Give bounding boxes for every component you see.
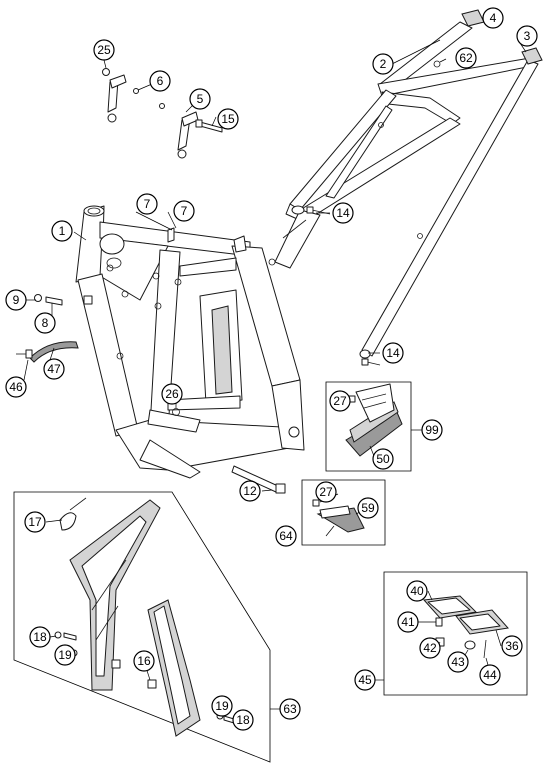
callout-14a: 14	[332, 202, 354, 224]
callout-63: 63	[279, 698, 301, 720]
callout-64: 64	[275, 525, 297, 547]
callout-27a: 27	[329, 390, 351, 412]
callout-14b: 14	[382, 342, 404, 364]
group-box-45	[383, 571, 528, 696]
callout-5: 5	[189, 88, 211, 110]
svg-text:16: 16	[137, 654, 151, 668]
svg-text:17: 17	[28, 515, 42, 529]
callout-62: 62	[455, 47, 477, 69]
svg-text:6: 6	[157, 74, 164, 88]
group-box-63	[13, 491, 271, 763]
callout-labels: 1 2 3 4 5 6 7 7 8 9 12 14 14 15 16 17 18…	[5, 7, 538, 731]
callout-19b: 19	[211, 695, 233, 717]
svg-text:50: 50	[376, 452, 390, 466]
cable-and-clip	[16, 341, 79, 363]
callout-15: 15	[217, 108, 239, 130]
subframe	[274, 9, 543, 366]
callout-99: 99	[421, 419, 443, 441]
callout-59: 59	[357, 497, 379, 519]
svg-text:44: 44	[483, 668, 497, 682]
callout-27b: 27	[315, 481, 337, 503]
svg-text:5: 5	[197, 92, 204, 106]
callout-16: 16	[133, 650, 155, 672]
svg-text:3: 3	[524, 29, 531, 43]
svg-text:59: 59	[361, 501, 375, 515]
svg-text:46: 46	[9, 380, 23, 394]
callout-42: 42	[419, 637, 441, 659]
svg-text:8: 8	[42, 316, 49, 330]
svg-text:63: 63	[283, 702, 297, 716]
chain-guide-assembly	[312, 499, 365, 533]
callout-50: 50	[372, 448, 394, 470]
callout-6: 6	[149, 70, 171, 92]
callout-26: 26	[161, 383, 183, 405]
callout-17: 17	[24, 511, 46, 533]
svg-text:18: 18	[236, 713, 250, 727]
callout-47: 47	[43, 358, 65, 380]
skid-guard-assembly	[345, 383, 403, 457]
svg-text:7: 7	[144, 197, 151, 211]
svg-text:27: 27	[333, 394, 347, 408]
callout-18b: 18	[232, 709, 254, 731]
svg-text:42: 42	[423, 641, 437, 655]
callout-2: 2	[372, 53, 394, 75]
callout-25: 25	[93, 39, 115, 61]
callout-4: 4	[482, 7, 504, 29]
svg-text:4: 4	[490, 11, 497, 25]
svg-text:19: 19	[58, 648, 72, 662]
svg-text:14: 14	[386, 346, 400, 360]
svg-text:14: 14	[336, 206, 350, 220]
callout-36: 36	[501, 635, 523, 657]
svg-text:99: 99	[425, 423, 439, 437]
callout-8: 8	[34, 312, 56, 334]
callout-43: 43	[447, 651, 469, 673]
callout-19a: 19	[54, 644, 76, 666]
callout-7b: 7	[173, 200, 195, 222]
callout-45: 45	[354, 669, 376, 691]
svg-text:62: 62	[459, 51, 473, 65]
svg-text:7: 7	[181, 204, 188, 218]
svg-text:40: 40	[410, 584, 424, 598]
svg-text:25: 25	[97, 43, 111, 57]
svg-text:1: 1	[59, 224, 66, 238]
callout-41: 41	[397, 611, 419, 633]
svg-text:19: 19	[215, 699, 229, 713]
svg-text:26: 26	[165, 387, 179, 401]
frame-bolt-12	[231, 465, 286, 494]
svg-text:27: 27	[319, 485, 333, 499]
svg-text:43: 43	[451, 655, 465, 669]
svg-text:2: 2	[380, 57, 387, 71]
svg-text:64: 64	[279, 529, 293, 543]
callout-40: 40	[406, 580, 428, 602]
callout-18a: 18	[29, 626, 51, 648]
callout-3: 3	[516, 25, 538, 47]
callout-1: 1	[51, 220, 73, 242]
group-box-99	[325, 381, 422, 472]
svg-text:47: 47	[47, 362, 61, 376]
callout-44: 44	[479, 664, 501, 686]
callout-46: 46	[5, 376, 27, 398]
svg-text:36: 36	[505, 639, 519, 653]
svg-text:15: 15	[221, 112, 235, 126]
svg-text:45: 45	[358, 673, 372, 687]
callout-12: 12	[239, 480, 261, 502]
group-box-64	[301, 479, 386, 546]
leader-lines	[23, 17, 527, 721]
main-frame	[34, 205, 305, 479]
callout-7a: 7	[136, 193, 158, 215]
engine-brackets	[102, 68, 223, 159]
frame-protectors	[54, 497, 235, 737]
svg-text:9: 9	[13, 293, 20, 307]
svg-text:12: 12	[243, 484, 257, 498]
callout-9: 9	[5, 289, 27, 311]
svg-text:41: 41	[401, 615, 415, 629]
svg-text:18: 18	[33, 630, 47, 644]
